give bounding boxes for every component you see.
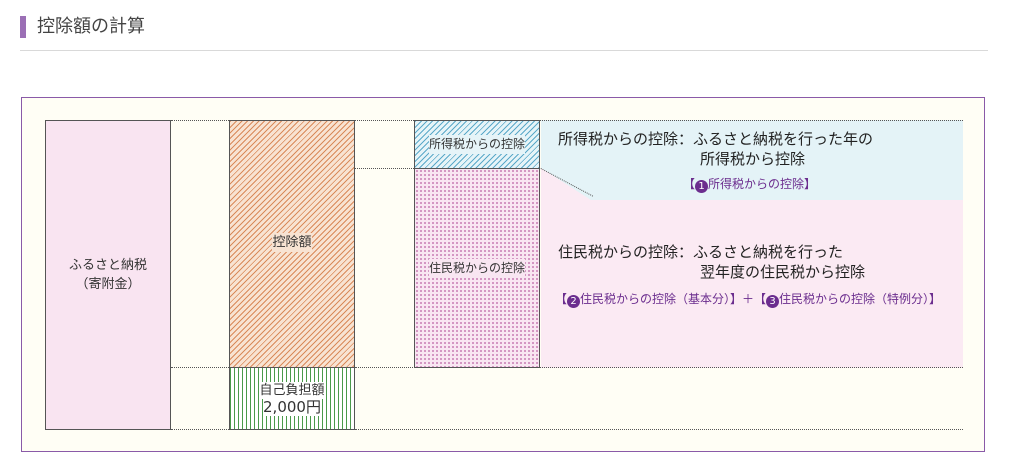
income-tax-ref-text: 所得税からの控除】 bbox=[708, 177, 817, 191]
income-tax-term: 所得税からの控除： bbox=[558, 130, 694, 148]
furusato-label-line1: ふるさと納税 bbox=[68, 258, 147, 273]
guide-line-top-mid bbox=[355, 120, 414, 121]
income-tax-deduction-label: 所得税からの控除 bbox=[428, 135, 525, 154]
self-burden-amount: 2,000円 bbox=[263, 397, 321, 416]
circled-number-2-icon: 2 bbox=[567, 295, 581, 308]
guide-line-top-right bbox=[540, 120, 963, 121]
section-heading: 控除額の計算 bbox=[20, 10, 988, 51]
guide-line-bottom-left bbox=[171, 429, 229, 430]
income-tax-explanation-line2: 所得税から控除 bbox=[700, 150, 806, 168]
heading-accent-bar bbox=[20, 16, 26, 38]
furusato-label-line2: （寄附金） bbox=[75, 277, 141, 292]
resident-tax-explanation-line1: 住民税からの控除：ふるさと納税を行った bbox=[558, 242, 843, 262]
guide-line-jiko-right bbox=[355, 367, 963, 368]
income-tax-desc-1: ふるさと納税を行った年の bbox=[693, 130, 874, 148]
self-burden-label: 自己負担額 bbox=[259, 381, 325, 399]
resident-tax-special-ref-text: 住民税からの控除（特例分）】 bbox=[779, 292, 942, 306]
self-burden-block: 自己負担額 2,000円 bbox=[229, 367, 355, 430]
deduction-amount-label: 控除額 bbox=[272, 233, 312, 252]
circled-number-3-icon: 3 bbox=[766, 295, 780, 308]
resident-tax-explanation-band bbox=[541, 200, 963, 368]
guide-line-bottom-right bbox=[355, 429, 963, 430]
circled-number-1-icon: 1 bbox=[695, 180, 709, 193]
resident-tax-deduction-block: 住民税からの控除 bbox=[414, 168, 540, 368]
page-title: 控除額の計算 bbox=[37, 16, 145, 37]
guide-line-top-left bbox=[171, 120, 229, 121]
income-tax-explanation-line1: 所得税からの控除：ふるさと納税を行った年の bbox=[558, 129, 873, 149]
guide-line-shotoku-split bbox=[355, 168, 414, 169]
resident-tax-explanation-line2: 翌年度の住民税から控除 bbox=[700, 263, 866, 281]
guide-line-jiko-left bbox=[171, 367, 229, 368]
ref-bracket-open: 【 bbox=[683, 177, 696, 191]
resident-tax-desc-1: ふるさと納税を行った bbox=[693, 243, 844, 261]
resident-tax-basic-ref-text: 住民税からの控除（基本分）】＋【 bbox=[580, 292, 767, 306]
ref-bracket-open-a: 【 bbox=[555, 292, 568, 306]
resident-tax-deduction-label: 住民税からの控除 bbox=[428, 258, 525, 278]
income-tax-deduction-block: 所得税からの控除 bbox=[414, 120, 540, 169]
furusato-donation-block: ふるさと納税 （寄附金） bbox=[45, 120, 171, 430]
income-tax-explanation-band bbox=[541, 120, 963, 200]
deduction-amount-block: 控除額 bbox=[229, 120, 355, 368]
resident-tax-term: 住民税からの控除： bbox=[558, 243, 694, 261]
